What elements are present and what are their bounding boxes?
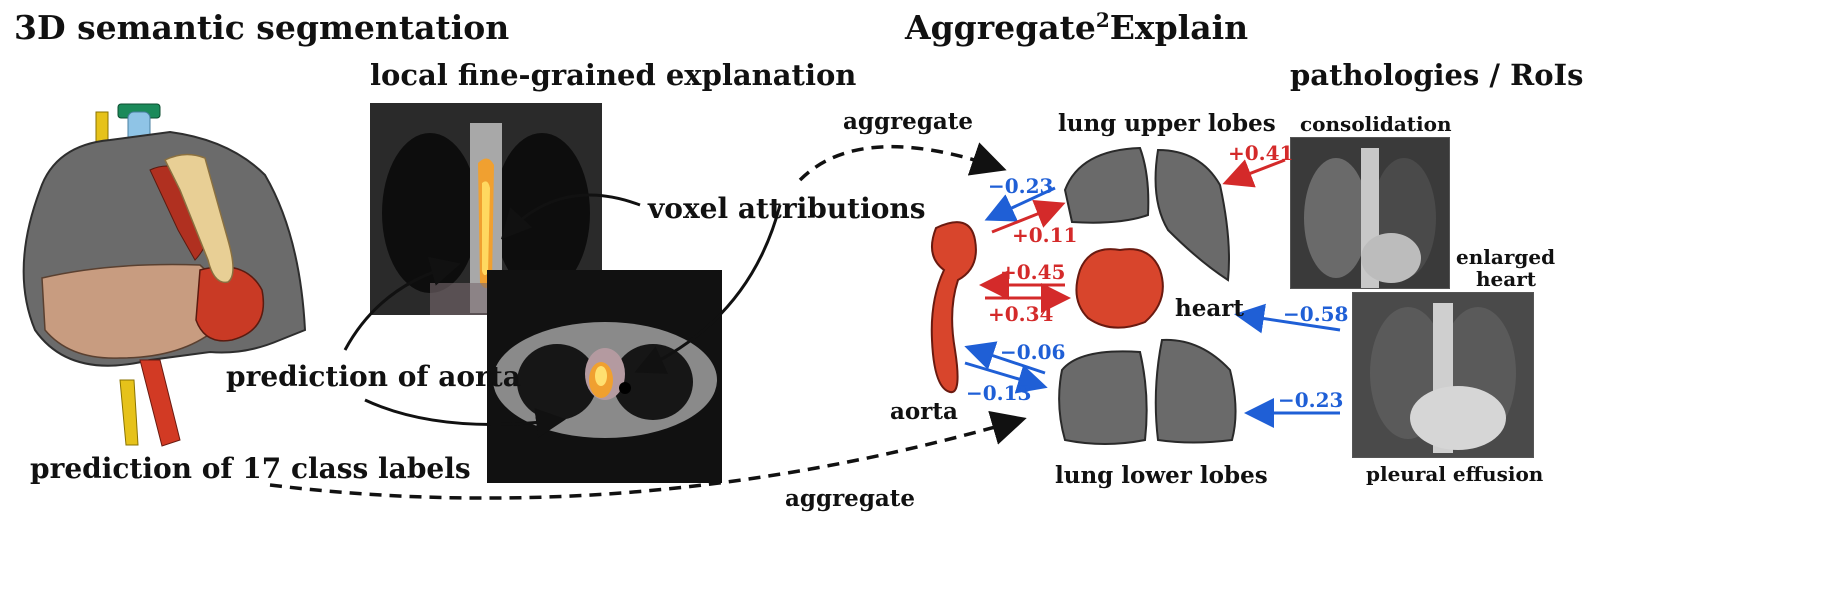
value-enlarged-heart: −0.58 — [1283, 302, 1349, 326]
enlarged-heart-label-1: enlarged — [1456, 245, 1556, 269]
pleural-effusion-label: pleural effusion — [1366, 462, 1544, 486]
aggregate-top-label: aggregate — [843, 108, 974, 135]
value-heart-in: +0.34 — [988, 302, 1054, 326]
voxel-attributions-label: voxel attributions — [648, 192, 926, 225]
aorta-label: aorta — [890, 398, 958, 425]
xray-consolidation-image — [1290, 137, 1450, 289]
value-heart-out: +0.45 — [1000, 260, 1066, 284]
value-pleural-effusion: −0.23 — [1278, 388, 1344, 412]
heart-label: heart — [1175, 295, 1244, 322]
aggregate-bottom-label: aggregate — [785, 485, 916, 512]
value-lower-out: −0.06 — [1000, 340, 1066, 364]
value-upper-out: −0.23 — [988, 174, 1054, 198]
xray-enlarged-heart-image — [1352, 292, 1534, 458]
value-upper-in: +0.11 — [1012, 223, 1078, 247]
pathologies-title: pathologies / RoIs — [1290, 58, 1584, 92]
lung-upper-label: lung upper lobes — [1058, 110, 1276, 137]
ct-axial-image — [487, 270, 722, 483]
value-lower-in: −0.13 — [966, 381, 1032, 405]
center-title: local fine-grained explanation — [370, 58, 857, 92]
lung-lower-label: lung lower lobes — [1055, 462, 1268, 489]
prediction-17-label: prediction of 17 class labels — [30, 452, 471, 485]
consolidation-label: consolidation — [1300, 112, 1452, 136]
right-title: Aggregate2Explain — [905, 8, 1249, 47]
prediction-aorta-label: prediction of aorta — [226, 360, 521, 393]
left-title: 3D semantic segmentation — [14, 8, 510, 47]
value-consolidation: +0.41 — [1228, 141, 1294, 165]
enlarged-heart-label-2: heart — [1476, 267, 1536, 291]
